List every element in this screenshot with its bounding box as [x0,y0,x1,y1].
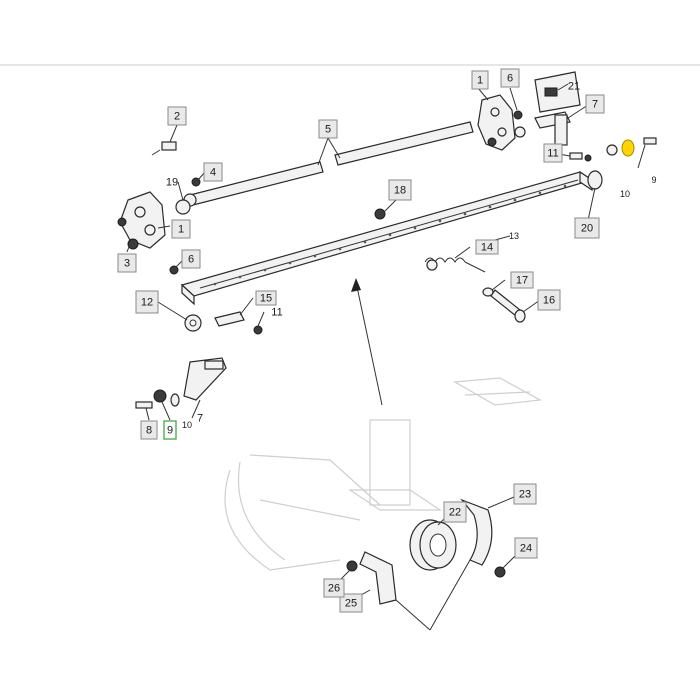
spring-14 [424,257,486,273]
callout-label: 10 [620,189,630,199]
callout-label: 25 [339,593,363,613]
right-hardware-9-10 [606,137,657,169]
callout-number: 9 [651,175,656,185]
bolt-11-right [569,152,592,162]
callout-label: 8 [140,420,158,440]
washer-12 [184,314,202,332]
callout-number: 24 [520,542,532,554]
callout-number: 14 [481,241,493,253]
machine-outline [224,377,542,571]
callout-number: 6 [507,72,513,84]
callout-number: 17 [516,274,528,286]
callout-number: 6 [188,253,194,265]
callout-label: 12 [135,290,159,314]
callout-label: 17 [510,271,534,289]
callout-number: 21 [568,80,580,92]
callout-number: 7 [592,98,598,110]
callout-number: 13 [509,231,519,241]
callout-label: 22 [443,501,467,523]
callout-number: 1 [178,223,184,235]
callout-label: 10 [182,420,192,430]
left-bracket [117,191,191,250]
callout-number: 20 [581,222,593,234]
callout-number: 10 [620,189,630,199]
bolt-24 [494,566,506,578]
callout-number: 3 [124,257,130,269]
callout-label: 19 [166,176,178,188]
washer-9-10 [153,389,180,407]
callout-number: 10 [182,420,192,430]
callout-label: 20 [574,217,600,239]
callout-label: 7 [585,94,605,114]
washer-20 [587,170,603,190]
callout-label: 1 [171,219,191,239]
nut-18 [374,208,386,220]
pin-15 [214,311,245,327]
callout-number: 22 [449,506,461,518]
callout-label: 21 [568,80,580,92]
callout-number: 8 [146,424,152,436]
nut-6-left [169,265,179,275]
callout-number: 9 [167,424,173,436]
callout-label: 7 [197,412,203,424]
bushing-22 [409,519,457,571]
callout-label: 14 [475,239,499,255]
callout-label: 26 [323,578,345,598]
clamp-23 [460,498,493,566]
callout-label: 13 [509,231,519,241]
nut-26 [346,560,358,572]
callout-label: 9 [651,175,656,185]
callout-number: 15 [260,292,272,304]
callout-label: 11 [543,143,563,163]
callout-number: 7 [197,412,203,424]
callout-label: 4 [203,162,223,182]
label-leaders [126,83,596,601]
bolt-8 [135,401,153,409]
callout-number: 26 [328,582,340,594]
leader-arrow [351,278,383,406]
lower-leaders [395,559,471,631]
callout-number: 19 [166,176,178,188]
callout-label: 16 [537,289,561,311]
callout-label: 23 [513,483,537,505]
callout-number: 16 [543,294,555,306]
bolt-16-17 [482,287,526,323]
callout-label: 3 [117,253,137,273]
nut-6-right [513,110,523,120]
callout-label: 15 [255,290,277,306]
bolt-11-left [253,325,263,335]
bolt-2 [151,141,177,156]
callout-number: 1 [477,74,483,86]
top-divider [0,64,700,66]
callout-number: 11 [271,306,282,318]
callout-number: 18 [394,184,406,196]
bracket-21 [534,71,581,113]
callout-number: 12 [141,296,153,308]
clamp-25 [359,551,397,605]
link-7-left [183,357,227,401]
callout-label: 2 [167,106,187,126]
callout-label: 1 [471,70,489,90]
callout-label: 5 [318,119,338,139]
pin-7-right [534,111,571,146]
callout-number: 11 [547,147,558,159]
callout-number: 5 [325,123,331,135]
callout-number: 4 [210,166,216,178]
callout-label: 6 [500,68,520,88]
callout-label: 9 [163,420,177,440]
callout-number: 23 [519,488,531,500]
callout-label: 24 [514,537,538,559]
callout-number: 2 [174,110,180,122]
callout-label: 11 [271,306,282,318]
callout-label: 18 [388,179,412,201]
highlighted-washer-icon [621,139,635,157]
right-bracket [477,94,526,151]
callout-label: 6 [181,249,201,269]
callout-number: 25 [345,597,357,609]
